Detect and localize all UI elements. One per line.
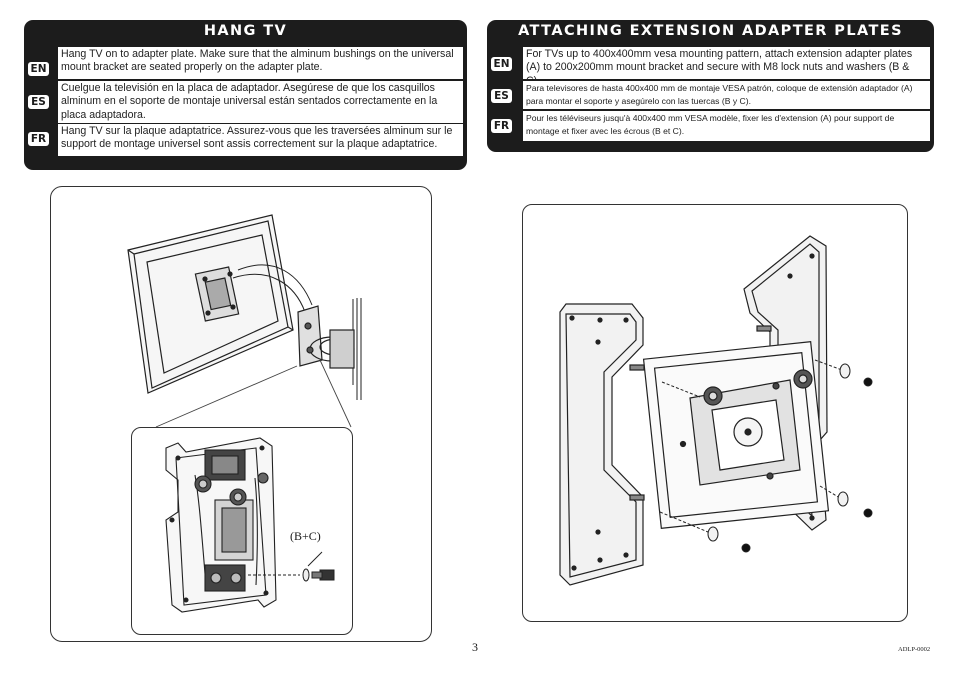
extension-row-en: EN For TVs up to 400x400mm vesa mounting… xyxy=(487,47,934,87)
extension-row-fr: FR Pour les téléviseurs jusqu'à 400x400 … xyxy=(487,111,934,141)
extension-text-fr: Pour les téléviseurs jusqu'à 400x400 mm … xyxy=(523,111,930,141)
lang-badge-es: ES xyxy=(491,89,512,103)
b-plus-c-label: (B+C) xyxy=(290,529,321,543)
washer-nut-hardware xyxy=(659,359,873,553)
lang-badge-fr: FR xyxy=(491,119,512,133)
tv-back-drawing xyxy=(127,214,294,394)
extension-text-es: Para televisores de hasta 400x400 mm de … xyxy=(523,81,930,109)
extension-plates-title: ATTACHING EXTENSION ADAPTER PLATES xyxy=(518,23,903,39)
wall-bracket-drawing xyxy=(297,305,355,369)
document-code: ADLP-0002 xyxy=(898,646,931,653)
lang-badge-en: EN xyxy=(28,62,49,76)
instruction-row-fr: FR Hang TV sur la plaque adaptatrice. As… xyxy=(24,124,467,156)
page-number: 3 xyxy=(472,640,478,654)
lang-badge-es: ES xyxy=(28,95,49,109)
lang-badge-fr: FR xyxy=(28,132,49,146)
instruction-row-en: EN Hang TV on to adapter plate. Make sur… xyxy=(24,47,467,79)
screw-washer-drawing xyxy=(248,551,335,582)
instruction-row-es: ES Cuelgue la televisión en la placa de … xyxy=(24,81,467,123)
extension-row-es: ES Para televisores de hasta 400x400 mm … xyxy=(487,81,934,109)
instruction-text-es: Cuelgue la televisión en la placa de ada… xyxy=(58,81,463,123)
hang-tv-panel: HANG TV EN Hang TV on to adapter plate. … xyxy=(24,20,467,170)
attach-arc xyxy=(237,264,313,306)
extension-plates-panel: ATTACHING EXTENSION ADAPTER PLATES EN Fo… xyxy=(487,20,934,152)
instruction-text-en: Hang TV on to adapter plate. Make sure t… xyxy=(58,47,463,79)
lang-badge-en: EN xyxy=(491,57,512,71)
extension-text-en: For TVs up to 400x400mm vesa mounting pa… xyxy=(523,47,930,87)
instruction-text-fr: Hang TV sur la plaque adaptatrice. Assur… xyxy=(58,124,463,156)
hang-tv-title: HANG TV xyxy=(203,23,288,39)
